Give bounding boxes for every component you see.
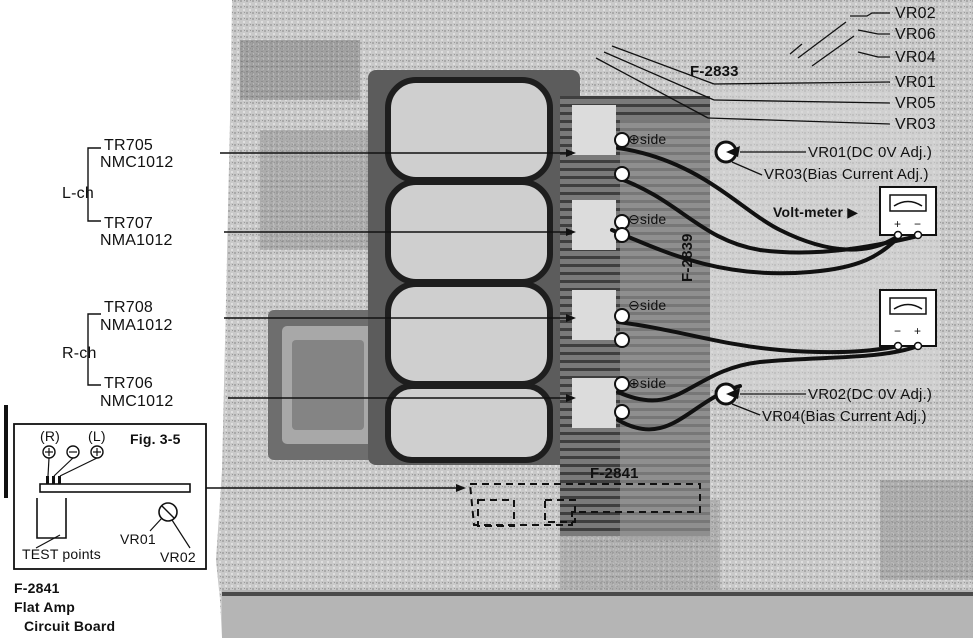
meter-top-plus: + (894, 217, 902, 231)
lch-label: L-ch (62, 185, 94, 202)
vr02-top-label: VR02 (895, 5, 936, 22)
tr707-part-label: NMA1012 (100, 232, 173, 249)
circuit-board-caption: Circuit Board (24, 618, 116, 634)
tr705-part-label: NMC1012 (100, 154, 174, 171)
vr05-top-label: VR05 (895, 95, 936, 112)
tr705-label: TR705 (104, 137, 154, 154)
meter-bottom-plus: + (914, 324, 922, 338)
meter-bottom-minus: − (894, 324, 902, 338)
rch-label: R-ch (62, 345, 97, 362)
tr706-label: TR706 (104, 375, 154, 392)
inset-test-points-label: TEST points (22, 546, 101, 562)
board-f2839-label: F-2839 (679, 233, 696, 282)
tr708-part-label: NMA1012 (100, 317, 173, 334)
capacitor-block (368, 70, 580, 465)
tr706-part-label: NMC1012 (100, 393, 174, 410)
transistor-callouts (87, 147, 572, 399)
vr04-top-label: VR04 (895, 49, 936, 66)
minus-side-top-tag: ⊖side (628, 211, 667, 227)
meter-top-minus: − (914, 217, 922, 231)
minus-side-bottom-tag: ⊖side (628, 297, 667, 313)
test-point-markers (614, 132, 630, 420)
tr708-label: TR708 (104, 299, 154, 316)
inset-channel-l: (L) (88, 428, 106, 444)
vr06-top-label: VR06 (895, 26, 936, 43)
vr03-top-label: VR03 (895, 116, 936, 133)
vr04-adjust-label: VR04(Bias Current Adj.) (762, 408, 927, 425)
vr01-adjust-label: VR01(DC 0V Adj.) (808, 144, 933, 161)
tr707-label: TR707 (104, 215, 154, 232)
volt-meter-lower (879, 289, 937, 351)
fig-3-5-inset (4, 405, 456, 570)
arrow-heads (456, 146, 740, 492)
vr03-adjust-label: VR03(Bias Current Adj.) (764, 166, 929, 183)
inset-vr01-label: VR01 (120, 531, 156, 547)
f2841-board-label: F-2841 (14, 580, 60, 596)
volt-meter-upper (879, 186, 937, 240)
f2841-outline (468, 483, 701, 527)
board-f2833-label: F-2833 (690, 63, 739, 80)
test-cables (610, 146, 920, 432)
fig-3-5-label: Fig. 3-5 (130, 431, 181, 447)
plus-side-bottom-tag: ⊕side (628, 375, 667, 391)
board-f2841-photo-label: F-2841 (590, 465, 639, 482)
adjust-leaders (731, 151, 806, 416)
inset-vr02-label: VR02 (160, 549, 196, 565)
vr02-adjust-label: VR02(DC 0V Adj.) (808, 386, 933, 403)
vr-leader-lines (595, 12, 891, 125)
volt-meter-label: Volt-meter ▶ (773, 204, 859, 220)
inset-channel-r: (R) (40, 428, 61, 444)
transformer (268, 310, 388, 460)
plus-side-top-tag: ⊕side (628, 131, 667, 147)
vr01-top-label: VR01 (895, 74, 936, 91)
flat-amp-caption: Flat Amp (14, 599, 75, 615)
